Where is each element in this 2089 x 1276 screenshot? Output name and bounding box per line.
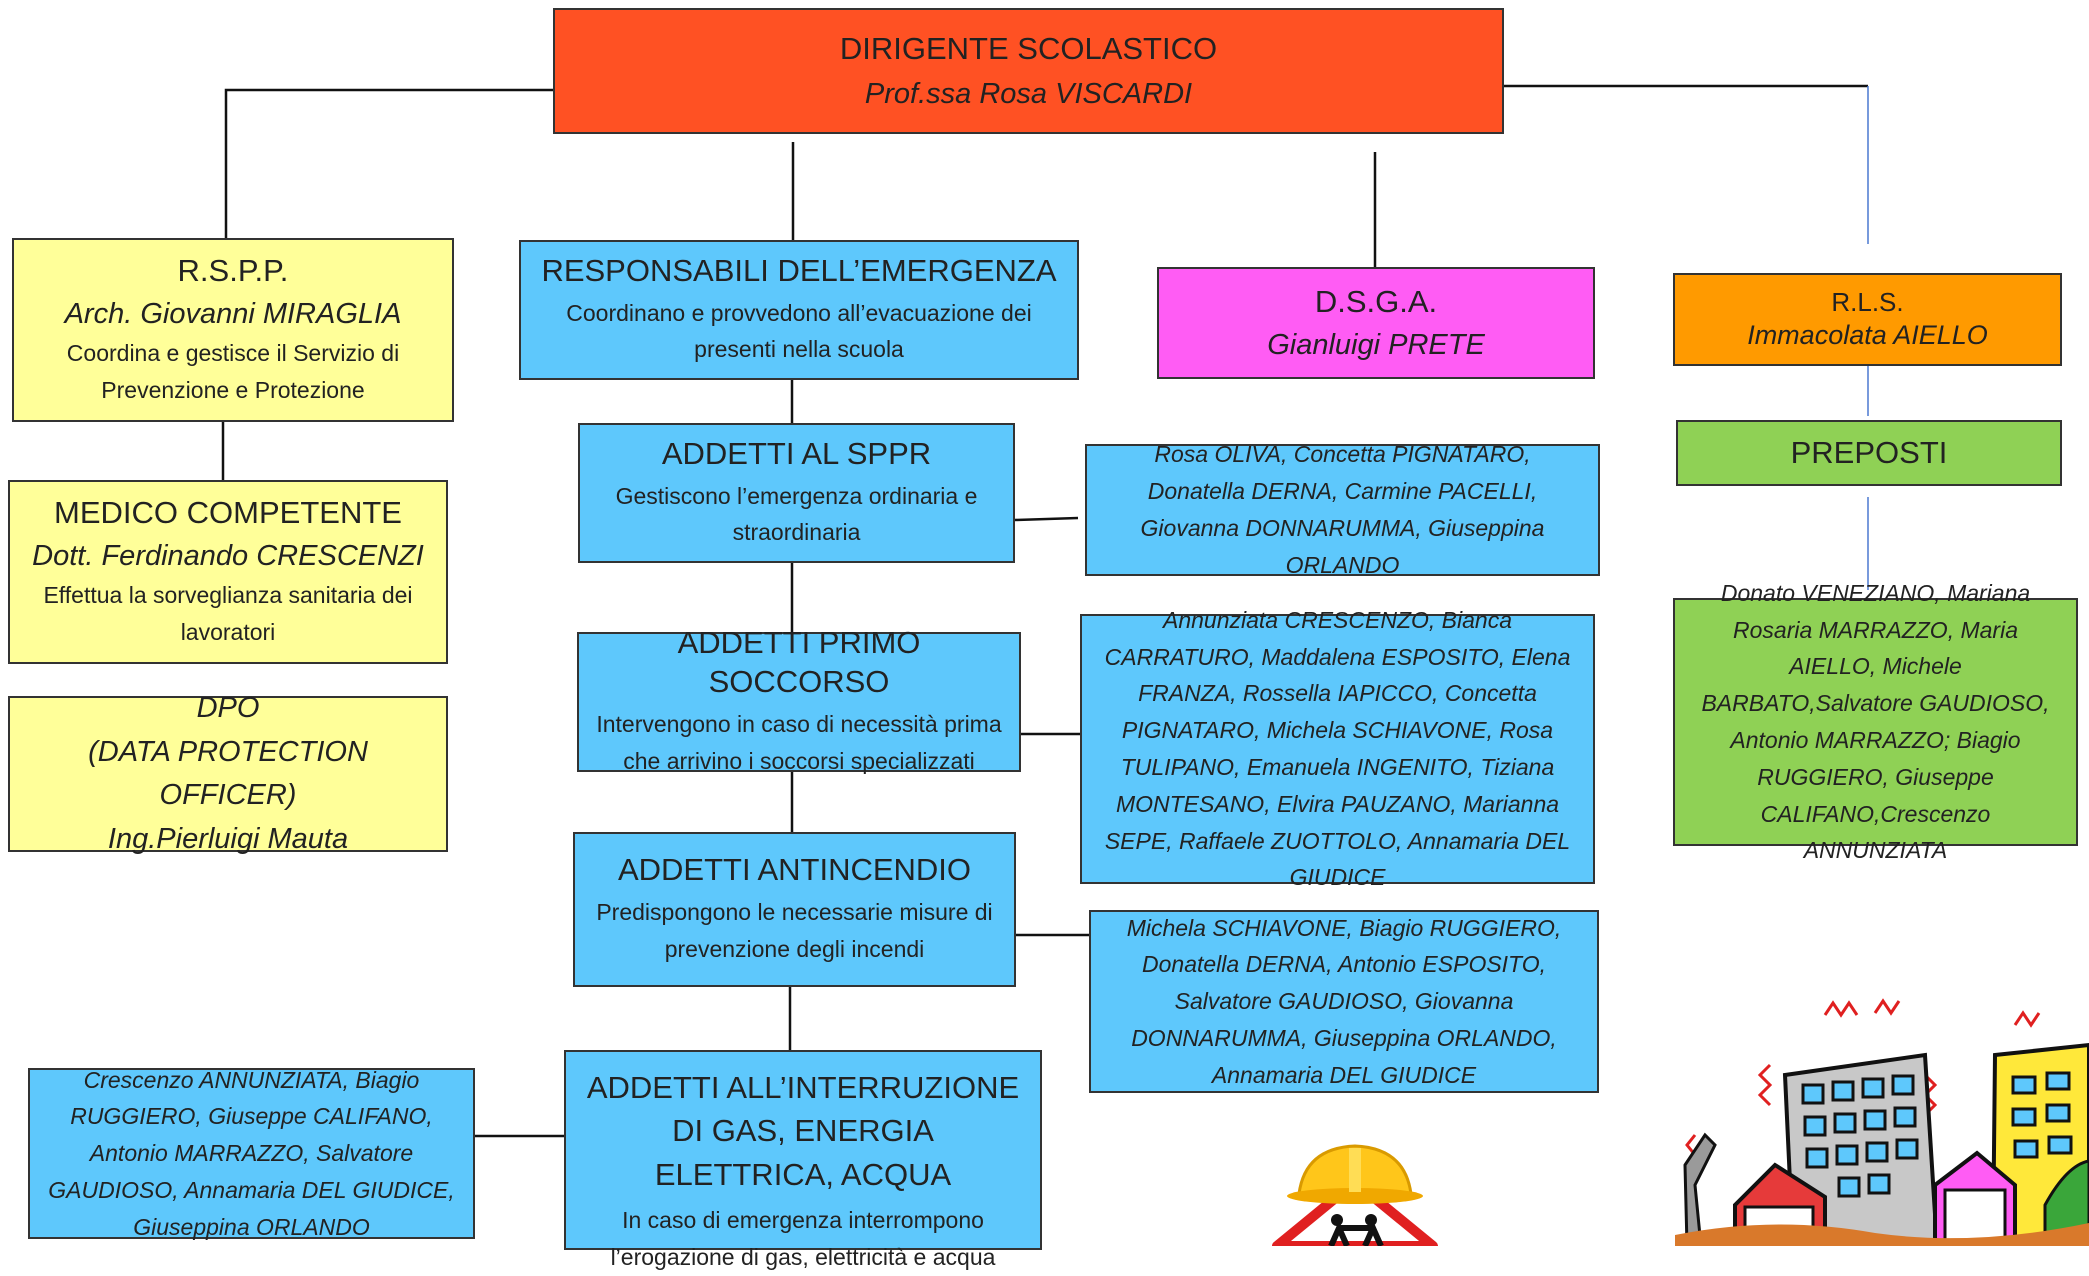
dsga-title: D.S.G.A.: [1314, 283, 1438, 319]
antincendio-names-box: Michela SCHIAVONE, Biagio RUGGIERO, Dona…: [1089, 910, 1599, 1093]
medico-box: MEDICO COMPETENTE Dott. Ferdinando CRESC…: [8, 480, 448, 664]
emergenza-desc: Coordinano e provvedono all’evacuazione …: [566, 299, 1032, 363]
dpo-box: DPO (DATA PROTECTION OFFICER) Ing.Pierlu…: [8, 692, 448, 855]
antincendio-desc: Predispongono le necessarie misure di pr…: [596, 899, 993, 962]
preposti-title: PREPOSTI: [1790, 434, 1948, 470]
rls-title: R.L.S.: [1831, 287, 1904, 318]
preposti-box: PREPOSTI: [1676, 420, 2062, 486]
soccorso-title: ADDETTI PRIMO SOCCORSO: [677, 625, 921, 700]
sppr-desc: Gestiscono l’emergenza ordinaria e strao…: [615, 482, 978, 546]
dsga-name: Gianluigi PRETE: [1267, 329, 1485, 362]
rls-name: Immacolata AIELLO: [1747, 319, 1988, 350]
sppr-box: ADDETTI AL SPPR Gestiscono l’emergenza o…: [578, 423, 1015, 563]
sppr-names-box: Rosa OLIVA, Concetta PIGNATARO, Donatell…: [1085, 441, 1600, 578]
connector-lines: [221, 84, 1869, 1138]
earthquake-city-icon: [1675, 998, 2089, 1246]
soccorso-box: ADDETTI PRIMO SOCCORSO Intervengono in c…: [577, 625, 1021, 774]
interruzione-box: ADDETTI ALL’INTERRUZIONE DI GAS, ENERGIA…: [564, 1050, 1042, 1270]
helmet-warning-icon: [1272, 1144, 1438, 1246]
preposti-names-box: Donato VENEZIANO, Mariana Rosaria MARRAZ…: [1673, 580, 2078, 863]
sppr-title: ADDETTI AL SPPR: [661, 435, 932, 471]
medico-desc: Effettua la sorveglianza sanitaria dei l…: [43, 581, 413, 645]
interruzione-names: Crescenzo ANNUNZIATA, Biagio RUGGIERO, G…: [48, 1066, 455, 1240]
antincendio-names: Michela SCHIAVONE, Biagio RUGGIERO, Dona…: [1126, 914, 1562, 1088]
rspp-name: Arch. Giovanni MIRAGLIA: [64, 298, 402, 331]
medico-title: MEDICO COMPETENTE: [54, 494, 402, 530]
dirigente-name: Prof.ssa Rosa VISCARDI: [864, 78, 1193, 111]
medico-name: Dott. Ferdinando CRESCENZI: [32, 540, 424, 573]
soccorso-names-box: Annunziata CRESCENZO, Bianca CARRATURO, …: [1080, 607, 1595, 890]
sppr-names: Rosa OLIVA, Concetta PIGNATARO, Donatell…: [1140, 441, 1545, 578]
dsga-box: D.S.G.A. Gianluigi PRETE: [1157, 267, 1595, 379]
dirigente-title: DIRIGENTE SCOLASTICO: [839, 30, 1218, 66]
antincendio-box: ADDETTI ANTINCENDIO Predispongono le nec…: [573, 832, 1016, 987]
dpo-label: DPO: [196, 692, 260, 724]
rspp-desc: Coordina e gestisce il Servizio di Preve…: [66, 339, 400, 403]
rspp-box: R.S.P.P. Arch. Giovanni MIRAGLIA Coordin…: [12, 238, 454, 422]
preposti-names: Donato VENEZIANO, Mariana Rosaria MARRAZ…: [1701, 579, 2050, 864]
antincendio-title: ADDETTI ANTINCENDIO: [617, 852, 972, 888]
rls-box: R.L.S. Immacolata AIELLO: [1673, 273, 2062, 366]
dpo-fullname: (DATA PROTECTION OFFICER): [88, 735, 368, 812]
emergenza-box: RESPONSABILI DELL’EMERGENZA Coordinano e…: [519, 240, 1079, 380]
dirigente-box: DIRIGENTE SCOLASTICO Prof.ssa Rosa VISCA…: [553, 8, 1504, 134]
interruzione-desc: In caso di emergenza interrompono l’erog…: [610, 1207, 996, 1270]
dpo-person: Ing.Pierluigi Mauta: [107, 822, 349, 855]
soccorso-desc: Intervengono in caso di necessità prima …: [596, 710, 1002, 774]
soccorso-names: Annunziata CRESCENZO, Bianca CARRATURO, …: [1104, 606, 1571, 891]
interruzione-names-box: Crescenzo ANNUNZIATA, Biagio RUGGIERO, G…: [28, 1067, 475, 1240]
emergenza-title: RESPONSABILI DELL’EMERGENZA: [541, 252, 1057, 288]
rspp-title: R.S.P.P.: [177, 252, 289, 288]
interruzione-title: ADDETTI ALL’INTERRUZIONE DI GAS, ENERGIA…: [586, 1070, 1020, 1192]
